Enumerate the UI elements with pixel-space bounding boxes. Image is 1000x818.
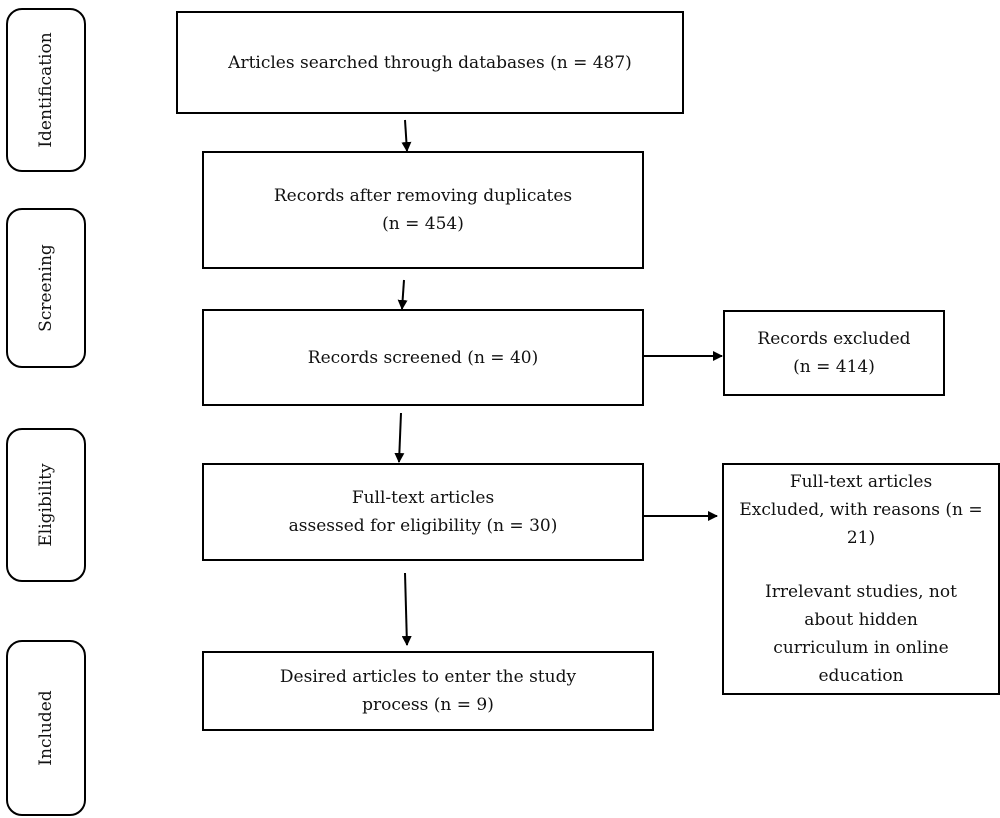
arrow-screened-to-fulltext [394, 412, 405, 463]
stage-eligibility: Eligibility [6, 428, 86, 582]
box-records-screened: Records screened (n = 40) [202, 309, 644, 406]
stage-screening: Screening [6, 208, 86, 368]
box-articles-included-text: Desired articles to enter the study [279, 667, 577, 687]
box-records-excluded-count: (n = 414) [793, 357, 875, 377]
exclusion-reason-line2: about hidden [804, 610, 918, 630]
box-records-screened-text: Records screened (n = 40) [307, 347, 539, 368]
box-fulltext-excluded-count: Excluded, with reasons (n = 21) [739, 500, 983, 548]
box-articles-included-count: process (n = 9) [362, 695, 494, 715]
arrow-fulltext-to-included [401, 572, 412, 646]
box-records-excluded-text: Records excluded [757, 329, 911, 349]
box-records-deduplicated: Records after removing duplicates (n = 4… [202, 151, 644, 269]
box-fulltext-excluded: Full-text articles Excluded, with reason… [722, 463, 1000, 695]
box-articles-included: Desired articles to enter the study proc… [202, 651, 654, 731]
arrow-deduplicated-to-screened [397, 279, 408, 310]
box-fulltext-assessed-count: assessed for eligibility (n = 30) [288, 516, 558, 536]
box-records-deduplicated-count: (n = 454) [382, 214, 464, 234]
box-articles-searched: Articles searched through databases (n =… [176, 11, 684, 114]
box-fulltext-excluded-title: Full-text articles [789, 472, 933, 492]
arrow-searched-to-deduplicated [401, 119, 412, 152]
exclusion-reason-line3: curriculum in online [773, 638, 949, 658]
stage-included: Included [6, 640, 86, 816]
exclusion-reason-line4: education [818, 666, 904, 686]
box-fulltext-assessed-text: Full-text articles [351, 488, 495, 508]
box-records-excluded: Records excluded (n = 414) [723, 310, 945, 396]
box-articles-searched-text: Articles searched through databases (n =… [228, 52, 632, 73]
box-records-deduplicated-text: Records after removing duplicates [273, 186, 573, 206]
stage-identification: Identification [6, 8, 86, 172]
exclusion-reason-line1: Irrelevant studies, not [765, 582, 957, 602]
box-fulltext-assessed: Full-text articles assessed for eligibil… [202, 463, 644, 561]
